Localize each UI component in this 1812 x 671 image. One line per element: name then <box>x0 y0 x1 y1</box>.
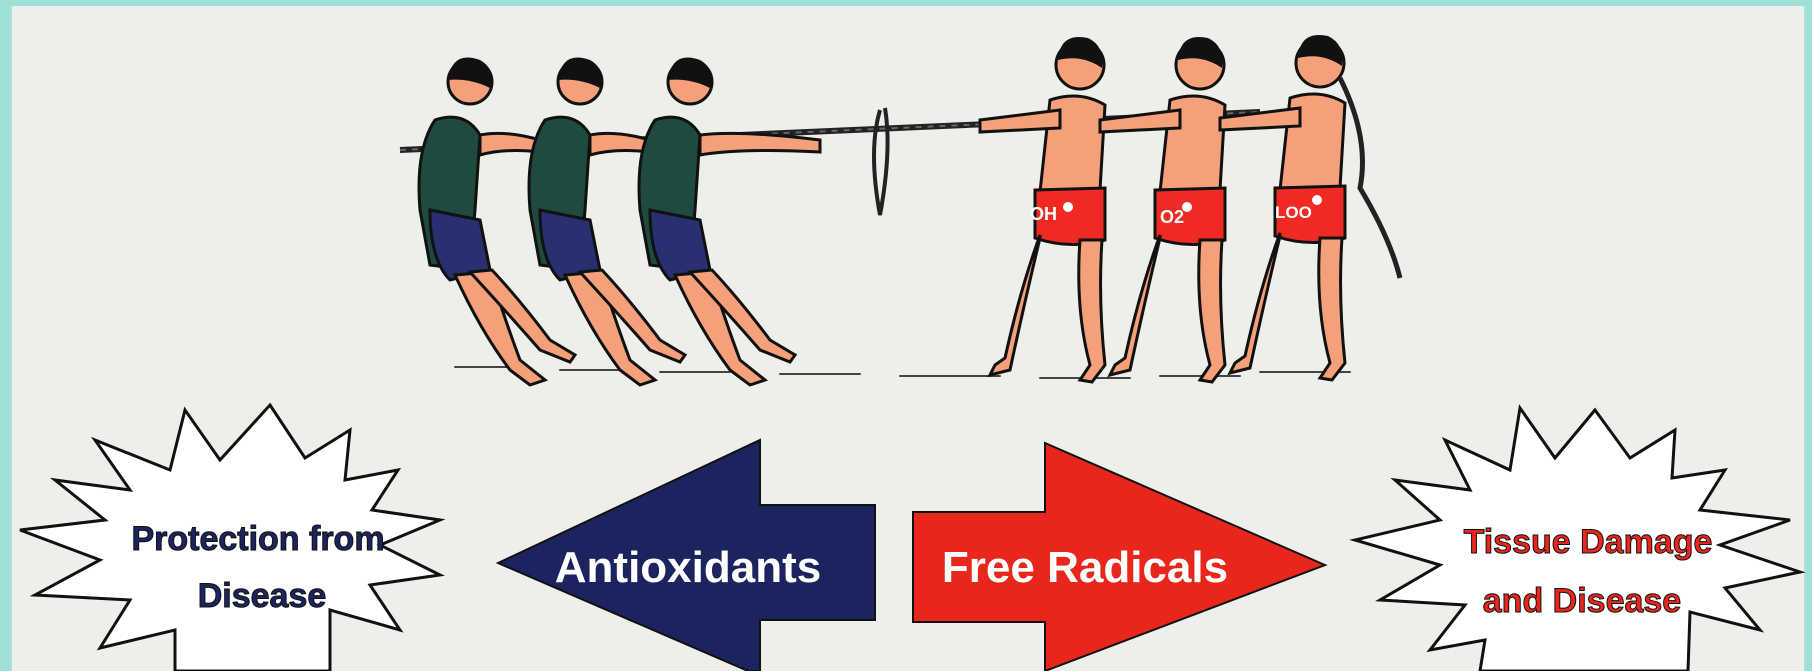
badge-dot-loo <box>1312 195 1322 205</box>
badge-o2: O2 <box>1160 207 1184 227</box>
outcome-right-line1: Tissue Damage <box>1464 523 1713 561</box>
badge-loo: LOO <box>1275 203 1312 222</box>
left-team <box>419 58 820 386</box>
badge-dot-oh <box>1063 202 1073 212</box>
protection-starburst: Protection from Disease <box>20 405 440 671</box>
left-puller-3 <box>639 58 820 386</box>
badge-dot-o2 <box>1182 202 1192 212</box>
antioxidants-arrow: Antioxidants <box>498 440 875 671</box>
arrow-right-label: Free Radicals <box>942 543 1228 592</box>
damage-starburst: Tissue Damage and Disease <box>1355 408 1800 671</box>
right-team: OH O2 LOO <box>980 35 1400 382</box>
outcome-right-line2: and Disease <box>1483 582 1681 620</box>
outcome-left-line1: Protection from <box>131 520 384 558</box>
free-radicals-arrow: Free Radicals <box>913 443 1325 671</box>
outcome-left-line2: Disease <box>198 577 327 615</box>
arrow-left-label: Antioxidants <box>555 543 821 592</box>
badge-oh: OH <box>1030 204 1057 224</box>
